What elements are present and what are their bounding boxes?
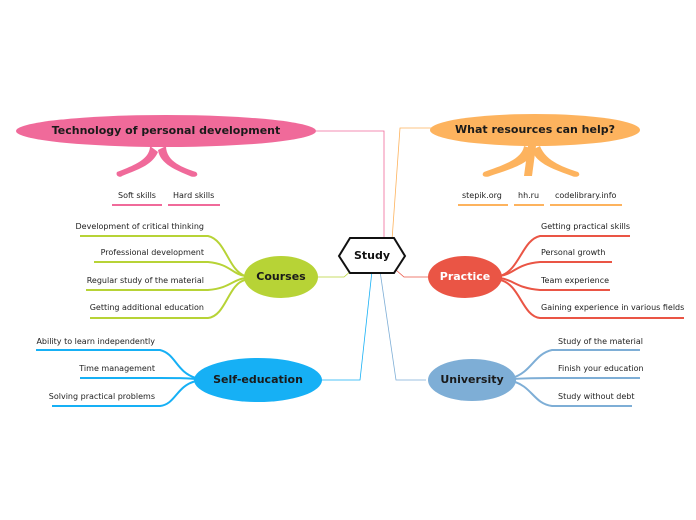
center-label: Study	[353, 249, 391, 262]
branch-technology	[16, 115, 316, 206]
practice-item-2: Team experience	[541, 276, 610, 285]
connector-technology	[316, 130, 385, 240]
practice-item-3: Gaining experience in various fields	[541, 303, 685, 312]
selfeducation-item-0: Ability to learn independently	[36, 337, 155, 346]
practice-item-1: Personal growth	[541, 248, 606, 257]
branch-selfeducation	[36, 349, 197, 407]
resources-item-codelibrary: codelibrary.info	[555, 191, 617, 200]
node-resources[interactable]	[430, 114, 640, 146]
practice-item-0: Getting practical skills	[541, 222, 631, 231]
connector-courses	[318, 269, 353, 278]
resources-label: What resources can help?	[455, 123, 615, 136]
node-courses[interactable]	[244, 256, 318, 298]
courses-item-0: Development of critical thinking	[75, 222, 205, 231]
selfeducation-item-1: Time management	[79, 364, 155, 373]
technology-item-soft-skills: Soft skills	[118, 191, 156, 200]
technology-label: Technology of personal development	[51, 124, 281, 137]
connector-resources	[391, 127, 432, 241]
courses-item-1: Professional development	[100, 248, 204, 257]
node-center[interactable]	[337, 237, 407, 274]
university-label: University	[440, 373, 504, 386]
courses-item-2: Regular study of the material	[86, 276, 204, 285]
connector-university	[379, 270, 426, 381]
selfeducation-label: Self-education	[213, 373, 303, 386]
connector-selfeducation	[321, 270, 373, 381]
practice-label: Practice	[439, 270, 491, 283]
courses-item-3: Getting additional education	[89, 303, 204, 312]
branch-resources	[430, 114, 640, 206]
courses-label: Courses	[256, 270, 306, 283]
node-selfeducation[interactable]	[194, 358, 322, 402]
resources-item-stepik: stepik.org	[462, 191, 502, 200]
university-item-0: Study of the material	[558, 337, 643, 346]
university-item-1: Finish your education	[558, 364, 644, 373]
node-practice[interactable]	[428, 256, 502, 298]
university-item-2: Study without debt	[558, 392, 635, 401]
node-technology[interactable]	[16, 115, 316, 147]
node-university[interactable]	[428, 359, 516, 401]
connector-practice	[395, 269, 428, 278]
technology-item-hard-skills: Hard skills	[173, 191, 215, 200]
branch-courses	[80, 235, 246, 319]
resources-item-hh: hh.ru	[518, 191, 540, 200]
branch-practice	[499, 235, 684, 319]
selfeducation-item-2: Solving practical problems	[48, 392, 155, 401]
branch-university	[511, 349, 640, 407]
